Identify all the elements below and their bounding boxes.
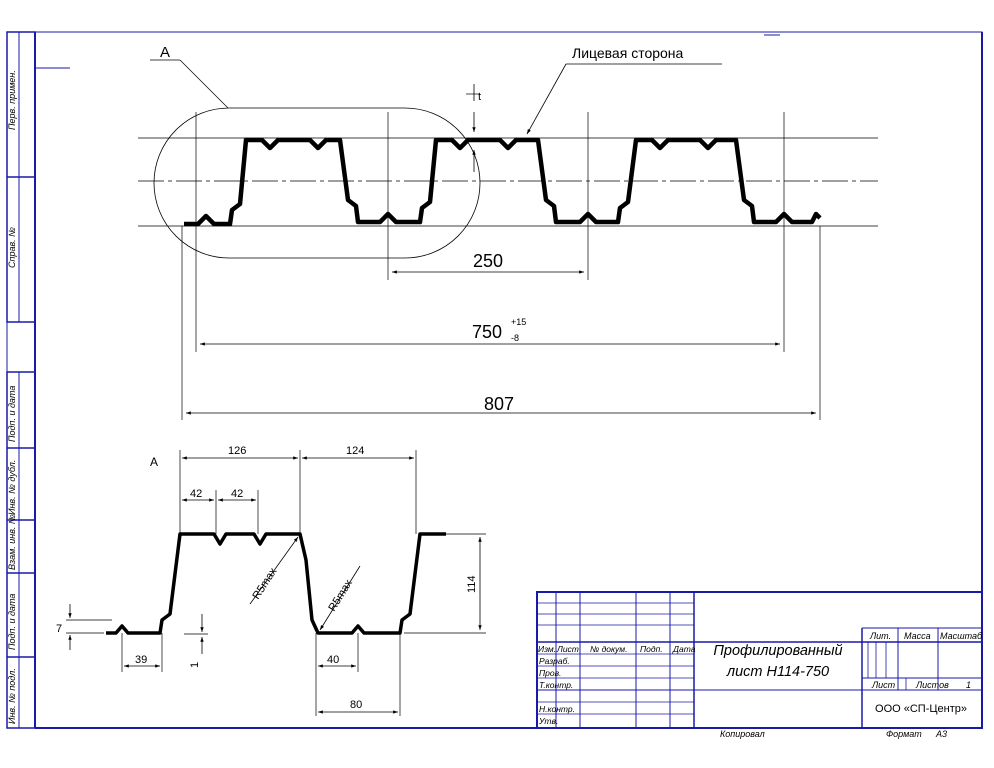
- col-header-doc: № докум.: [590, 644, 627, 654]
- drawing-title-line-2: лист Н114-750: [726, 664, 829, 680]
- dim-114: 114: [466, 575, 478, 593]
- format-label: Формат: [886, 729, 922, 739]
- format-value: А3: [935, 729, 947, 739]
- row-label-checker: Пров.: [539, 668, 561, 678]
- dim-1: 1: [189, 662, 201, 668]
- view-label-a: А: [160, 44, 170, 61]
- face-side-label: Лицевая сторона: [572, 45, 684, 61]
- thickness-symbol: t: [478, 91, 481, 103]
- row-label-tech-control: Т.контр.: [539, 680, 573, 690]
- col-header-sign: Подп.: [640, 644, 663, 654]
- row-label-approved: Утв.: [538, 716, 558, 726]
- detail-label: А: [150, 455, 158, 469]
- col-header-date: Дата: [672, 644, 696, 654]
- radius-label-1: R5max: [250, 565, 279, 601]
- row-label-developer: Разраб.: [539, 656, 570, 666]
- company-name: ООО «СП-Центр»: [875, 703, 967, 715]
- col-header-list: Лист: [556, 644, 579, 654]
- stamp-sign-date-2: Подп. и дата: [7, 594, 17, 650]
- lit-label: Лит.: [869, 631, 891, 641]
- stamp-sign-date-1: Подп. и дата: [7, 386, 17, 442]
- dim-width-tol-lower: -8: [511, 333, 519, 343]
- stamp-replace-inv: Взам. инв. №: [7, 514, 17, 570]
- row-label-norm-control: Н.контр.: [539, 704, 575, 714]
- sheets-count: 1: [966, 680, 971, 690]
- stamp-dup-inv: Инв. № дубл.: [7, 460, 17, 515]
- radius-label-2: R5max: [326, 577, 355, 613]
- sheet-label: Лист: [871, 680, 896, 690]
- side-stamp-column: Перв. примен. Справ. № Подп. и дата Инв.…: [6, 31, 36, 729]
- stamp-orig-inv: Инв. № подл.: [7, 668, 17, 724]
- title-block: Изм. Лист № докум. Подп. Дата Разраб. Пр…: [536, 591, 983, 739]
- stamp-first-use: Перв. примен.: [7, 70, 17, 130]
- dim-pitch: 250: [473, 251, 503, 271]
- dim-total: 807: [484, 394, 514, 414]
- detail-callout: [153, 107, 481, 259]
- dim-39: 39: [135, 654, 147, 666]
- dim-40: 40: [327, 654, 339, 666]
- drawing-title-line-1: Профилированный: [713, 643, 842, 659]
- profile-main: [184, 137, 822, 227]
- detail-view: А 126 124 42 42 114 7: [56, 445, 486, 716]
- dim-width-tol-upper: +15: [511, 317, 526, 327]
- col-header-izm: Изм.: [538, 644, 556, 654]
- profile-detail: [106, 532, 446, 635]
- sheets-label: Листов: [915, 680, 949, 690]
- main-view: А Лицевая сторона t 250 750 +15 -8 807: [138, 44, 878, 420]
- dim-width: 750: [472, 322, 502, 342]
- copied-label: Копировал: [720, 729, 765, 739]
- dim-124: 124: [346, 445, 364, 457]
- sheet-frame: [6, 31, 983, 729]
- stamp-ref-no: Справ. №: [7, 227, 17, 268]
- dim-7: 7: [56, 623, 62, 635]
- scale-label: Масштаб: [940, 631, 983, 641]
- dim-42-b: 42: [231, 488, 243, 500]
- dim-80: 80: [350, 699, 362, 711]
- dim-42-a: 42: [190, 488, 202, 500]
- dim-126: 126: [228, 445, 246, 457]
- mass-label: Масса: [904, 631, 931, 641]
